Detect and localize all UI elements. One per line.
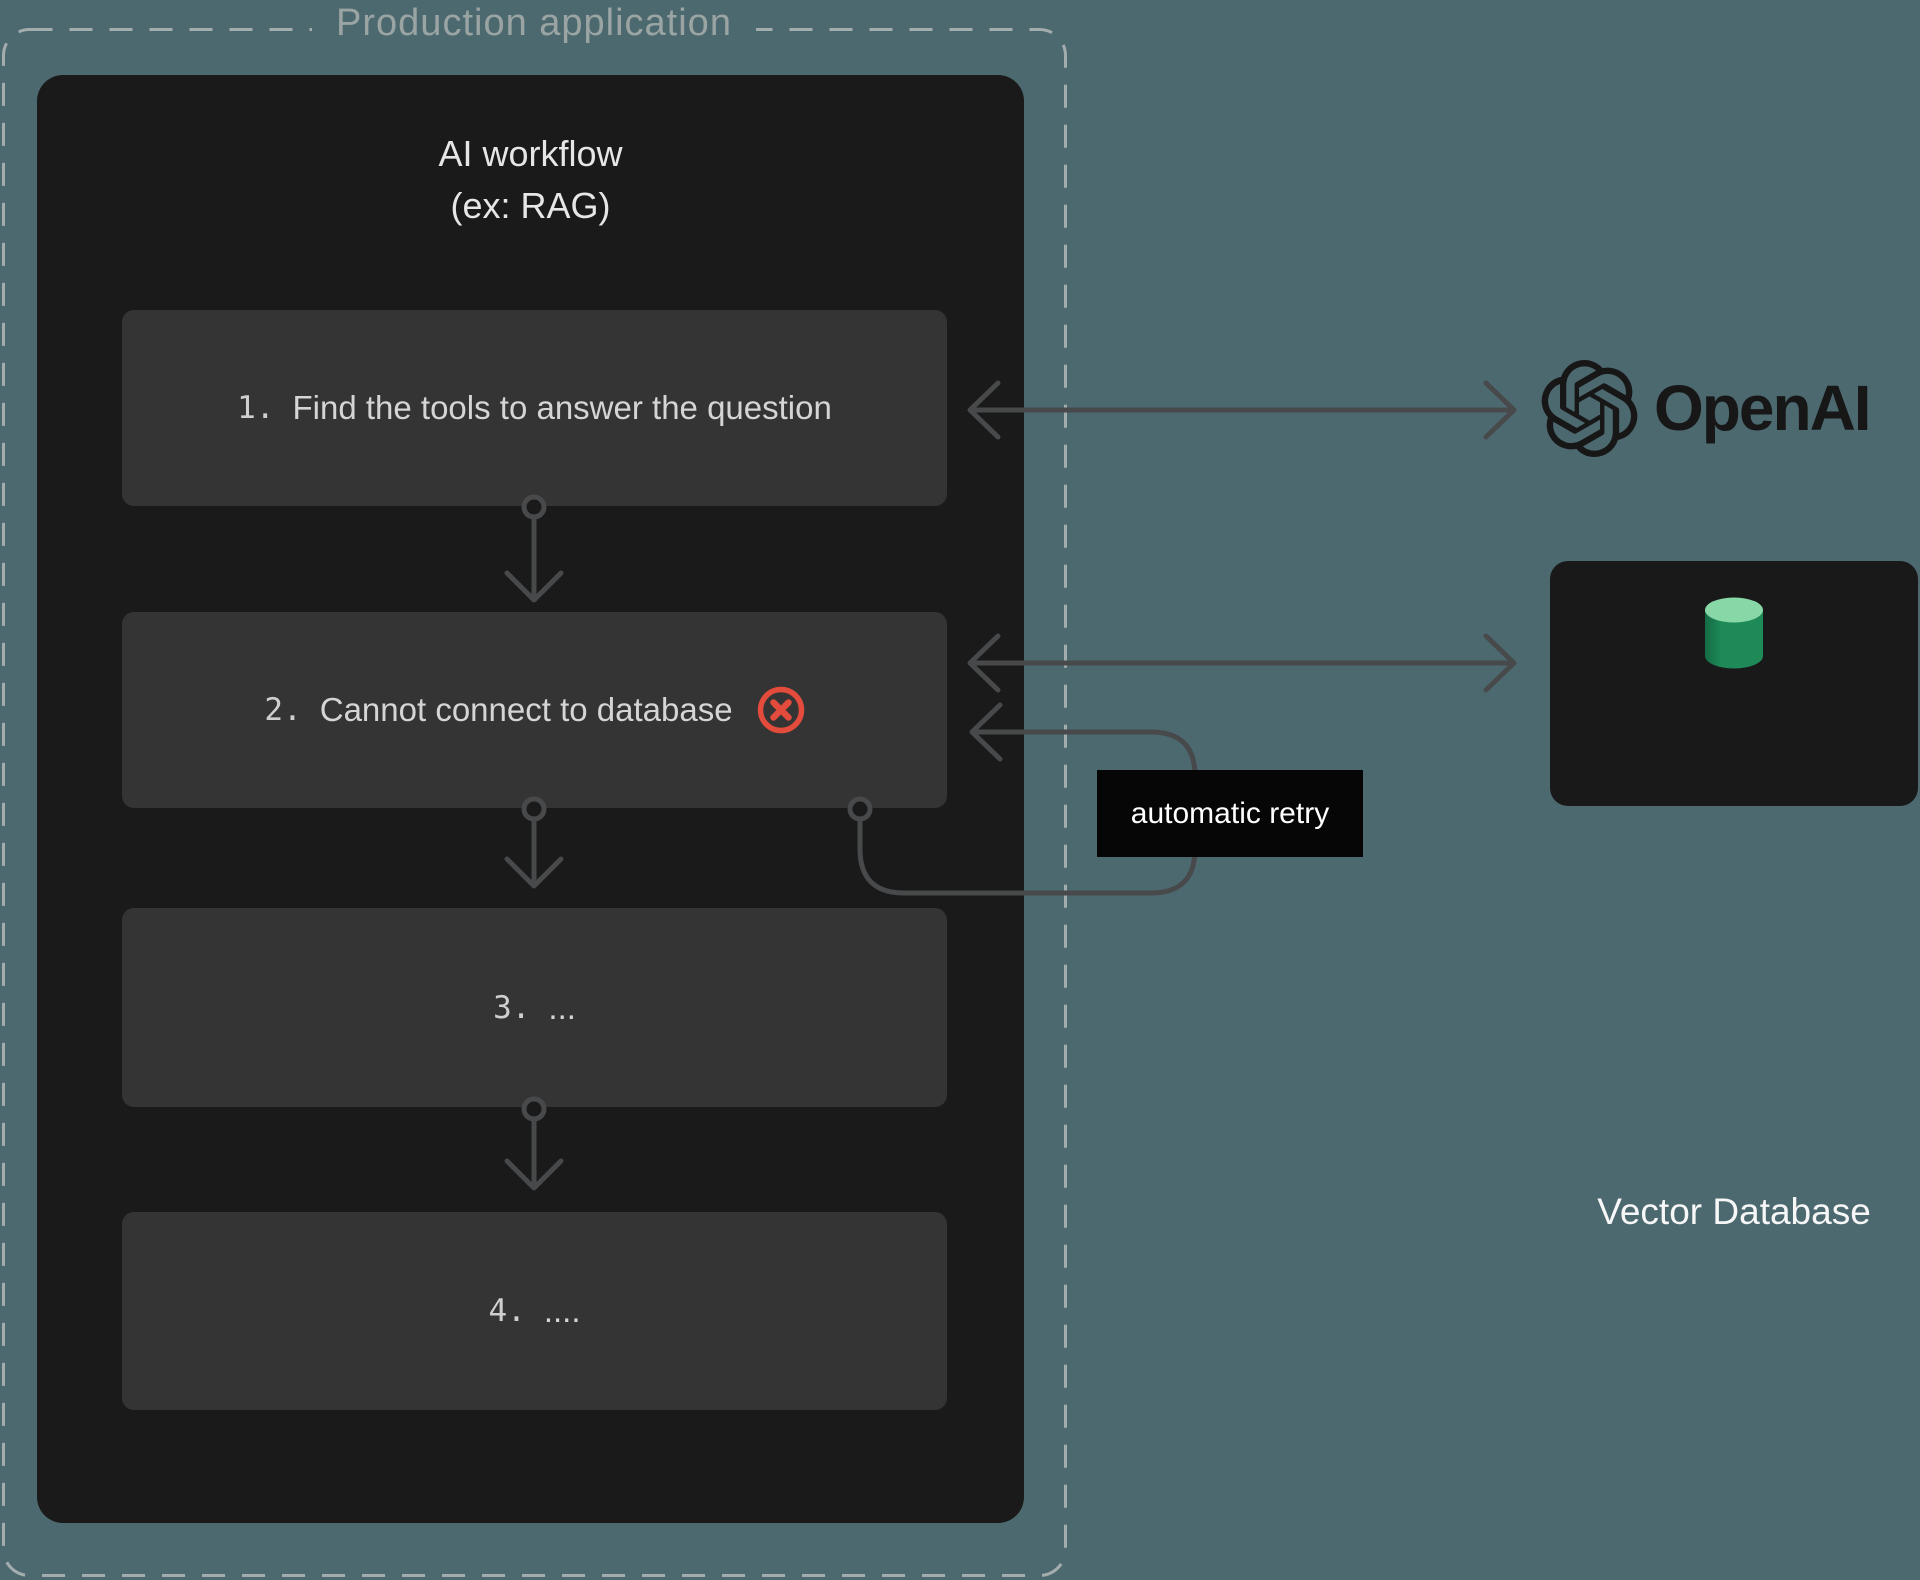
retry-label: automatic retry xyxy=(1097,770,1363,857)
step-number: 4. xyxy=(488,1293,526,1329)
step-text: .... xyxy=(543,1292,581,1329)
step-box-1: 1. Find the tools to answer the question xyxy=(122,310,947,506)
workflow-title-line: AI workflow xyxy=(438,133,623,174)
openai-wordmark: OpenAI xyxy=(1654,372,1872,444)
step-number: 2. xyxy=(264,692,302,728)
step-box-2: 2. Cannot connect to database xyxy=(122,612,947,808)
production-label: Production application xyxy=(312,2,756,45)
vector-database-label: Vector Database xyxy=(1597,1191,1871,1232)
step-box-4: 4. .... xyxy=(122,1212,947,1410)
step-number: 1. xyxy=(237,390,275,426)
error-x-icon xyxy=(757,686,804,734)
openai-service: OpenAI xyxy=(1541,359,1872,457)
step-number: 3. xyxy=(493,989,531,1026)
database-cylinder-icon xyxy=(1705,597,1763,669)
vector-database-card: Vector Database xyxy=(1550,561,1918,1232)
workflow-subtitle-line: (ex: RAG) xyxy=(450,185,611,226)
step-text: Cannot connect to database xyxy=(319,691,733,728)
step-box-3: 3. ... xyxy=(122,908,947,1107)
openai-logo-icon xyxy=(1541,359,1638,457)
step-text: Find the tools to answer the question xyxy=(292,389,832,426)
workflow-title: AI workflow (ex: RAG) xyxy=(37,128,1024,232)
step-text: ... xyxy=(548,988,576,1026)
